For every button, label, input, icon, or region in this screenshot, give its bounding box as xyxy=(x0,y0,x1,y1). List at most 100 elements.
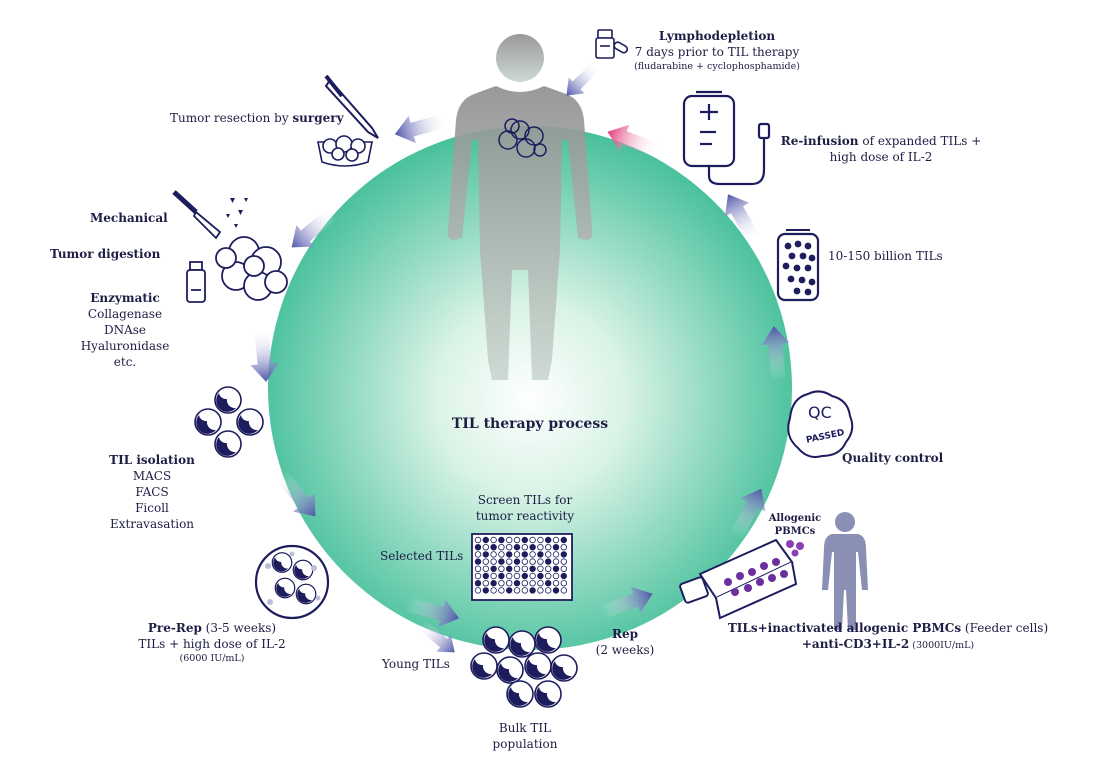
plate-well xyxy=(537,551,544,558)
plate-well xyxy=(521,572,528,580)
plate-well xyxy=(537,558,544,565)
plate-well xyxy=(521,551,528,558)
prerep-bold: Pre-Rep xyxy=(147,621,202,635)
plate-well xyxy=(498,587,505,594)
enzymatic-heading: Enzymatic xyxy=(90,291,160,305)
bulk-til-cells-icon xyxy=(470,626,578,708)
bulk-line2: population xyxy=(492,737,558,751)
plate-well xyxy=(498,536,505,544)
plate-well xyxy=(513,587,521,594)
tumor-resection-label: Tumor resection by surgery xyxy=(170,110,344,126)
plate-well xyxy=(545,580,552,587)
resection-prefix: Tumor resection by xyxy=(170,111,293,125)
plate-well xyxy=(521,536,528,544)
prerep-rest: (3-5 weeks) xyxy=(201,621,277,635)
plate-well xyxy=(537,587,544,594)
plate-well xyxy=(521,558,528,565)
plate-well xyxy=(529,565,536,572)
feeder-cells-label: TILs+inactivated allogenic PBMCs (Feeder… xyxy=(720,620,1056,652)
plate-well xyxy=(545,565,552,572)
plate-well xyxy=(537,544,544,551)
til-isolation-label: TIL isolation MACS FACS Ficoll Extravasa… xyxy=(92,452,212,532)
plate-well xyxy=(498,572,505,580)
well-plate-icon xyxy=(471,533,573,601)
lymphodepletion-heading: Lymphodepletion xyxy=(658,29,776,43)
tumor-digestion-label: Tumor digestion xyxy=(50,247,161,261)
plate-well xyxy=(506,558,513,565)
plate-well xyxy=(490,565,497,572)
feeder-bold1: TILs+inactivated allogenic PBMCs xyxy=(727,621,962,635)
plate-well xyxy=(474,580,482,587)
plate-well xyxy=(513,558,521,565)
bulk-line1: Bulk TIL xyxy=(498,721,552,735)
screen-tils-label: Screen TILs for tumor reactivity xyxy=(460,492,590,524)
plate-well xyxy=(506,572,513,580)
plate-well xyxy=(529,558,536,565)
plate-well xyxy=(560,572,567,580)
plate-well xyxy=(537,580,544,587)
plate-well xyxy=(545,558,552,565)
plate-well xyxy=(482,572,489,580)
plate-well xyxy=(552,565,560,572)
plate-well xyxy=(560,536,567,544)
plate-well xyxy=(482,544,489,551)
plate-well xyxy=(474,565,482,572)
enzyme-0: Collagenase xyxy=(87,307,163,321)
plate-well xyxy=(482,551,489,558)
plate-well xyxy=(552,544,560,551)
feeder-bold2: +anti-CD3+IL-2 xyxy=(801,637,910,651)
quality-control-label: Quality control xyxy=(842,451,944,465)
plate-well xyxy=(513,572,521,580)
isolation-heading: TIL isolation xyxy=(109,453,195,467)
plate-well xyxy=(521,565,528,572)
drug-vials-icon xyxy=(595,29,629,59)
isolation-method-2: Ficoll xyxy=(135,501,169,515)
plate-well xyxy=(537,536,544,544)
scalpel-icon xyxy=(324,74,379,139)
plate-well xyxy=(560,551,567,558)
screen-line2: tumor reactivity xyxy=(475,509,575,523)
prerep-label: Pre-Rep (3-5 weeks) TILs + high dose of … xyxy=(112,620,312,665)
plate-well xyxy=(498,565,505,572)
lymphodepletion-label: Lymphodepletion 7 days prior to TIL ther… xyxy=(612,28,822,73)
plate-well xyxy=(506,580,513,587)
plate-well xyxy=(545,572,552,580)
allogenic-pbmcs-label: Allogenic PBMCs xyxy=(760,512,830,538)
plate-well xyxy=(513,551,521,558)
tumor-dish-icon xyxy=(317,135,373,167)
plate-well xyxy=(545,536,552,544)
plate-well xyxy=(552,536,560,544)
plate-well xyxy=(529,587,536,594)
plate-well xyxy=(490,536,497,544)
enzyme-1: DNAse xyxy=(103,323,147,337)
plate-well xyxy=(521,544,528,551)
plate-well xyxy=(529,580,536,587)
plate-well xyxy=(545,587,552,594)
plate-well xyxy=(545,544,552,551)
plate-well xyxy=(560,587,567,594)
plate-well xyxy=(529,544,536,551)
reinfusion-bold: Re-infusion xyxy=(780,134,859,148)
resection-bold: surgery xyxy=(292,111,344,125)
plate-well xyxy=(529,572,536,580)
plate-well xyxy=(513,544,521,551)
plate-well xyxy=(552,558,560,565)
plate-well xyxy=(490,580,497,587)
isolation-method-3: Extravasation xyxy=(109,517,195,531)
plate-well xyxy=(506,587,513,594)
reinfusion-line2: high dose of IL-2 xyxy=(829,150,933,164)
plate-well xyxy=(552,587,560,594)
allogenic-line2: PBMCs xyxy=(774,526,816,537)
reinfusion-label: Re-infusion of expanded TILs + high dose… xyxy=(774,133,988,165)
til-isolation-cells-icon xyxy=(194,386,264,458)
plate-well xyxy=(560,544,567,551)
plate-well xyxy=(482,558,489,565)
iv-bag-icon xyxy=(682,90,771,186)
plate-well xyxy=(552,580,560,587)
digested-tumor-icon xyxy=(215,236,288,301)
prerep-line3: (6000 IU/mL) xyxy=(179,653,245,664)
plate-well xyxy=(498,580,505,587)
plate-well xyxy=(506,551,513,558)
